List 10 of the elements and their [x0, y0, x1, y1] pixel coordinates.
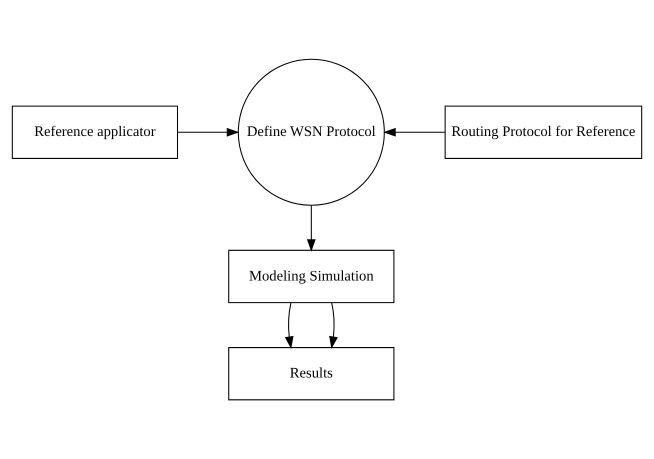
arrow: [284, 302, 294, 349]
node-box: Routing Protocol for Reference: [444, 106, 642, 159]
arrow: [383, 128, 445, 137]
node-box: Modeling Simulation: [228, 250, 394, 304]
arrow: [329, 302, 338, 349]
arrow: [178, 128, 240, 137]
arrow: [306, 206, 316, 252]
node-box: Reference applicator: [12, 106, 178, 159]
node-circle: Define WSN Protocol: [238, 58, 385, 206]
node-box: Results: [228, 347, 394, 400]
